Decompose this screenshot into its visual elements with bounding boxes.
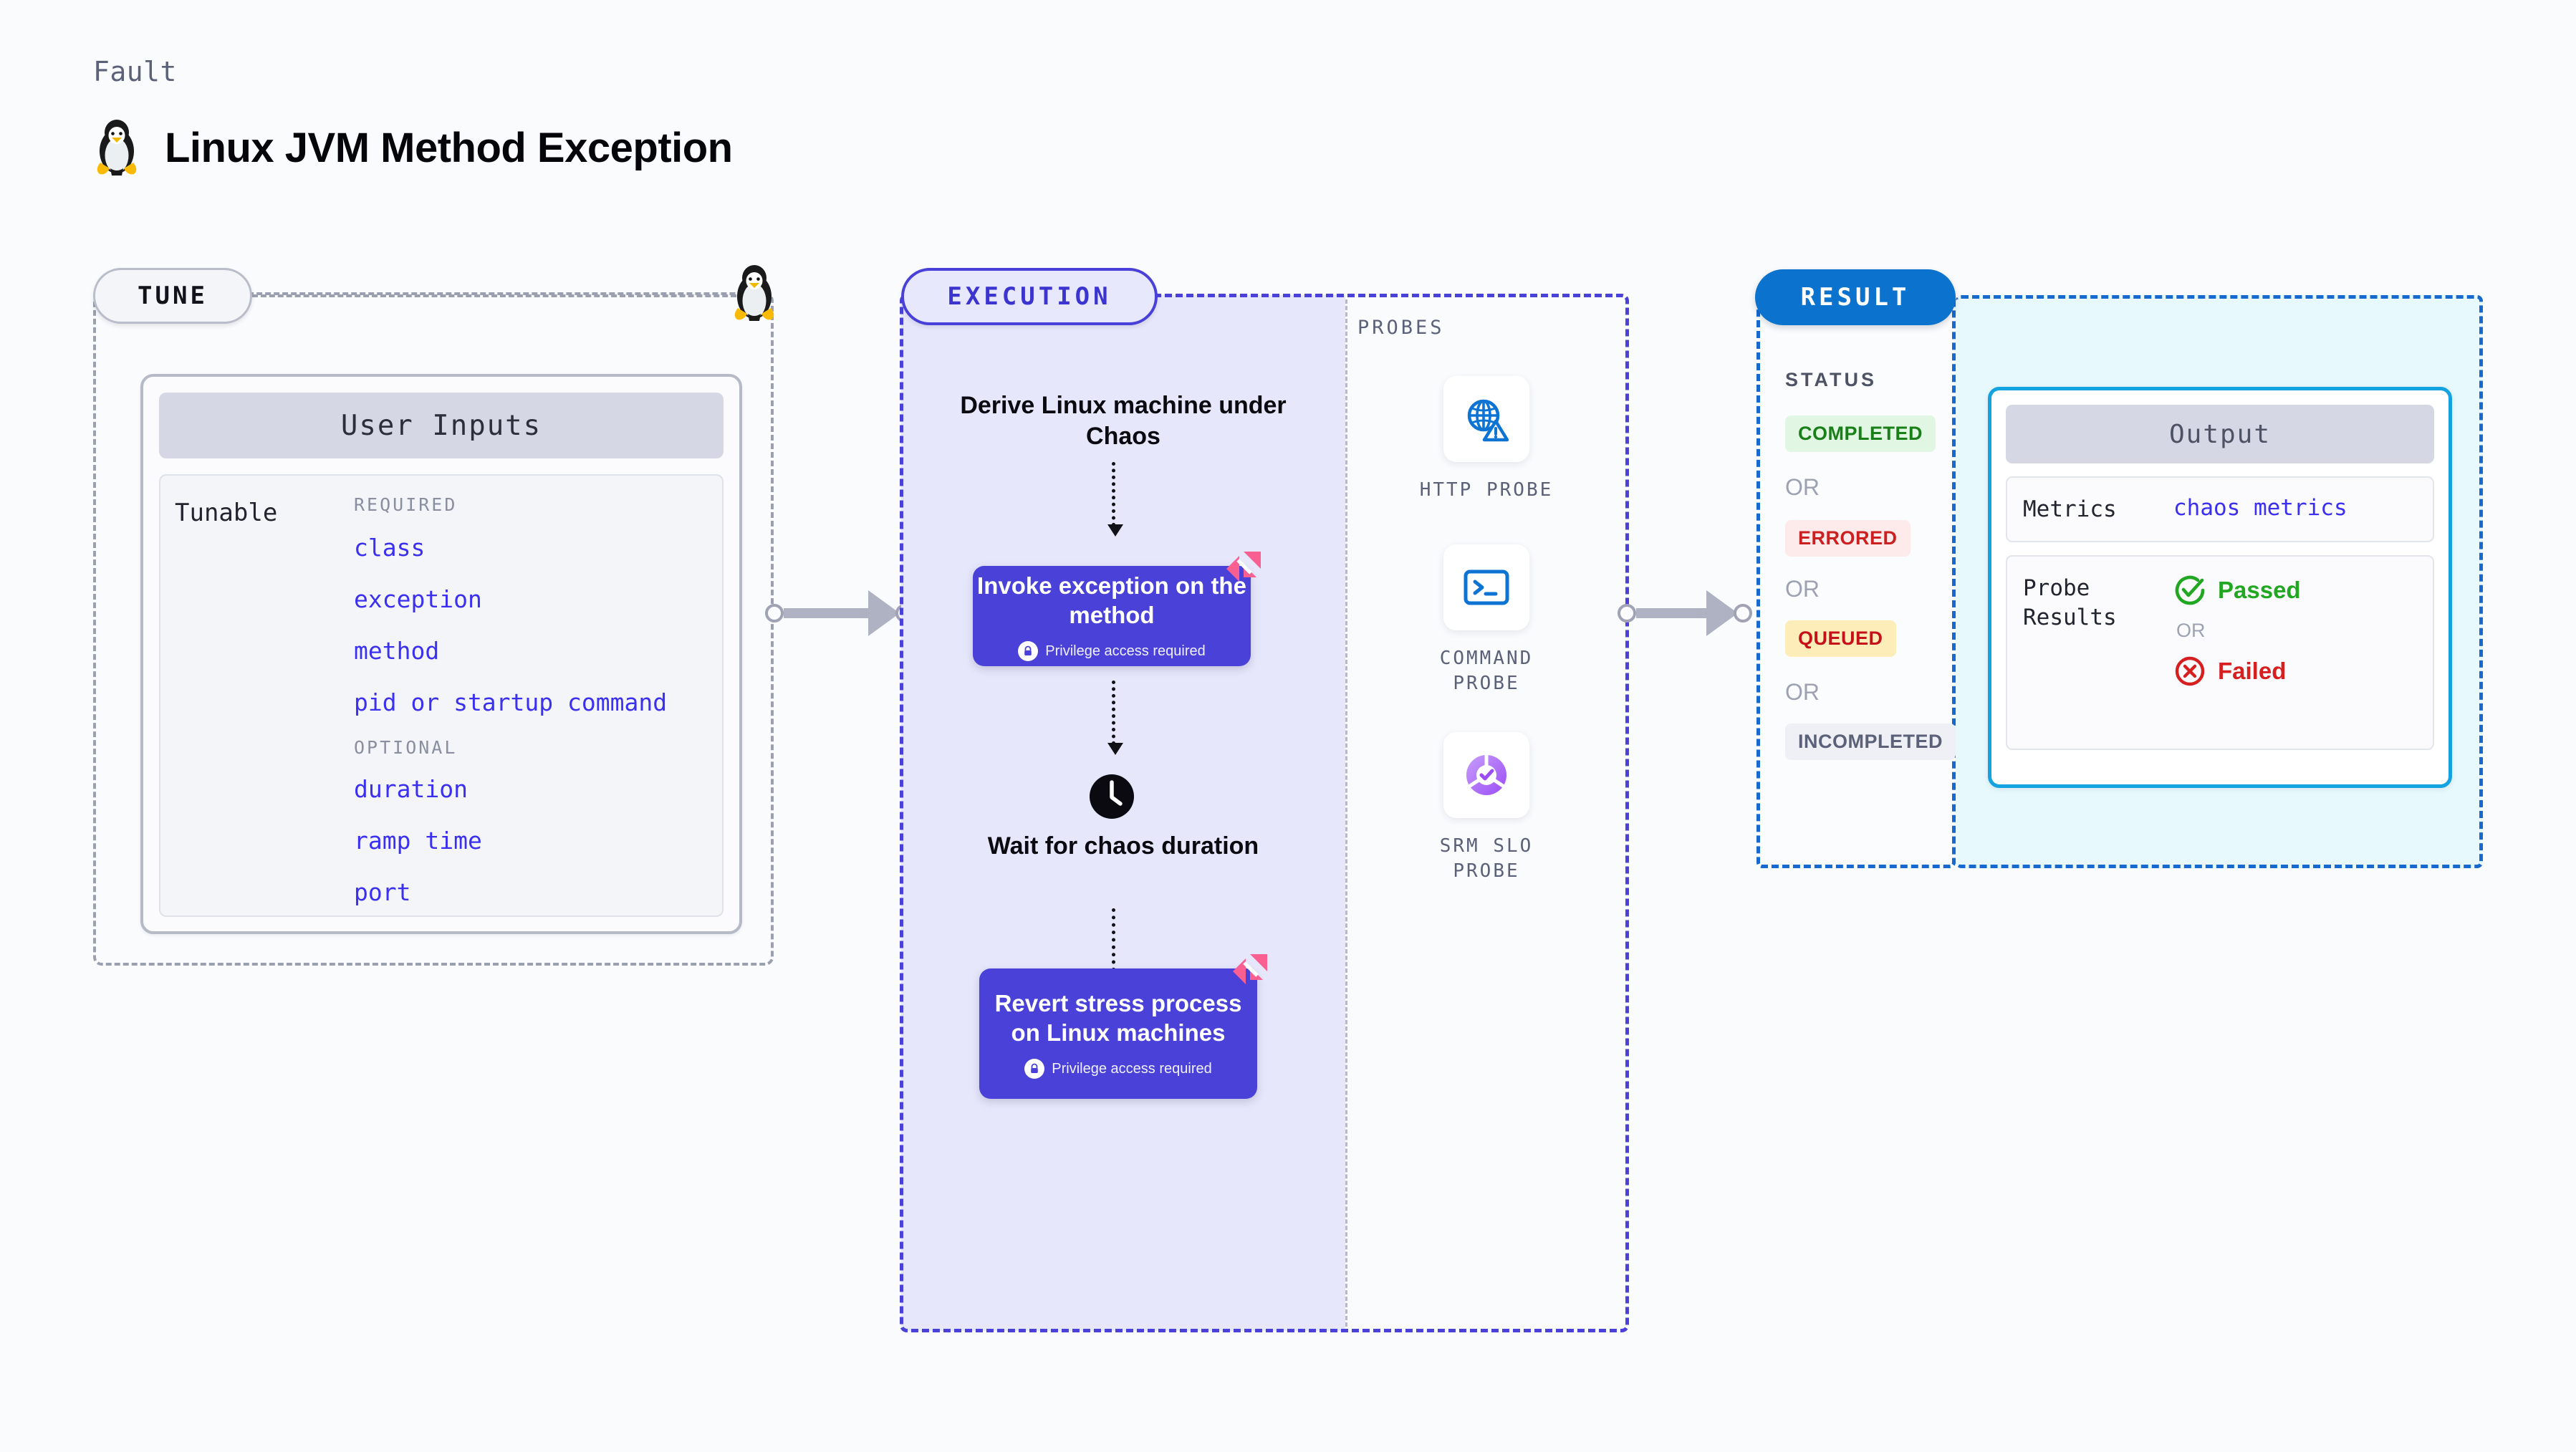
probes-section-label: PROBES — [1357, 317, 1445, 339]
x-circle-icon — [2175, 657, 2205, 686]
tunable-item[interactable]: duration — [354, 775, 468, 803]
lock-icon — [1018, 641, 1039, 662]
arrow-head-icon — [1706, 590, 1738, 636]
tunable-item[interactable]: ramp time — [354, 827, 482, 855]
result-status-region — [1756, 295, 1956, 868]
status-badge-completed: COMPLETED — [1785, 415, 1936, 452]
probe-results-values: Passed OR Failed — [2173, 574, 2417, 731]
tunable-item[interactable]: class — [354, 534, 426, 562]
passed-label: Passed — [2218, 577, 2301, 604]
tune-connector-line — [252, 294, 754, 297]
card-title: Invoke exception on the method — [977, 572, 1246, 628]
tunable-item[interactable]: port — [354, 878, 411, 906]
probe-result-failed: Failed — [2173, 655, 2417, 688]
metrics-key: Metrics — [2023, 496, 2117, 522]
page-title: Linux JVM Method Exception — [165, 124, 733, 171]
output-title: Output — [2006, 405, 2434, 463]
probes-to-result-arrow — [1618, 590, 1752, 636]
failed-label: Failed — [2218, 658, 2287, 685]
connector-line — [784, 608, 870, 618]
connector-dot — [1734, 604, 1752, 622]
flow-arrow-3 — [1107, 908, 1123, 981]
tunable-list: REQUIRED class exception method pid or s… — [354, 494, 712, 906]
execution-step-derive-title: Derive Linux machine under Chaos — [960, 392, 1287, 450]
lock-icon — [1024, 1059, 1045, 1080]
execution-card-revert[interactable]: Revert stress process on Linux machines … — [979, 954, 1267, 1099]
user-inputs-card: User Inputs Tunable REQUIRED class excep… — [140, 374, 742, 934]
connector-line — [1636, 608, 1708, 618]
status-section-label: STATUS — [1785, 369, 1877, 390]
execution-probes-region — [900, 294, 1629, 1332]
probe-label: COMMAND PROBE — [1439, 648, 1534, 695]
connector-dot — [1618, 604, 1636, 622]
status-badge-queued: QUEUED — [1785, 620, 1896, 657]
privilege-note-text: Privilege access required — [1045, 643, 1206, 659]
privilege-note: Privilege access required — [1024, 1059, 1212, 1080]
probe-item-srm-slo[interactable]: SRM SLO PROBE — [1400, 732, 1572, 884]
globe-warning-icon — [1467, 399, 1509, 442]
arrow-head-icon — [868, 590, 900, 636]
probe-item-command[interactable]: COMMAND PROBE — [1400, 544, 1572, 696]
fault-eyebrow-label: Fault — [93, 56, 177, 87]
required-group-label: REQUIRED — [354, 494, 458, 515]
litmus-chaos-icon — [1233, 954, 1267, 984]
probe-tile — [1443, 732, 1529, 818]
probes-divider — [1345, 299, 1347, 1327]
status-or-label: OR — [1785, 576, 1820, 602]
execution-chip[interactable]: EXECUTION — [901, 268, 1158, 325]
status-badge-errored: ERRORED — [1785, 520, 1911, 557]
flow-arrow-2 — [1107, 681, 1123, 755]
probe-tile — [1443, 376, 1529, 462]
clock-icon — [1090, 774, 1134, 819]
output-card: Output Metrics chaos metrics Probe Resul… — [1988, 387, 2452, 788]
status-or-label: OR — [1785, 679, 1820, 705]
status-badge-incompleted: INCOMPLETED — [1785, 723, 1956, 760]
page-title-row: Linux JVM Method Exception — [93, 118, 733, 177]
check-circle-icon — [2175, 576, 2205, 605]
probe-label: SRM SLO PROBE — [1439, 835, 1534, 883]
probe-tile — [1443, 544, 1529, 630]
tunable-item[interactable]: pid or startup command — [354, 688, 668, 716]
privilege-note: Privilege access required — [1018, 641, 1206, 662]
flow-arrow-1 — [1107, 462, 1123, 537]
output-row-probe-results: Probe Results Passed OR Failed — [2006, 555, 2434, 751]
user-inputs-title: User Inputs — [159, 393, 724, 458]
tunable-item[interactable]: method — [354, 637, 440, 665]
linux-penguin-icon — [97, 120, 137, 176]
execution-wait-title: Wait for chaos duration — [987, 832, 1259, 860]
tune-chip[interactable]: TUNE — [93, 268, 252, 324]
connector-dot — [765, 604, 784, 622]
tunable-item[interactable]: exception — [354, 585, 482, 613]
output-row-metrics: Metrics chaos metrics — [2006, 476, 2434, 543]
tunable-label: Tunable — [175, 499, 278, 527]
probe-result-passed: Passed — [2173, 574, 2417, 607]
execution-card-invoke[interactable]: Invoke exception on the method Privilege… — [973, 552, 1261, 666]
linux-penguin-icon-tune — [734, 265, 774, 321]
card-title: Revert stress process on Linux machines — [994, 989, 1242, 1046]
status-or-label: OR — [1785, 474, 1820, 500]
probe-item-http[interactable]: HTTP PROBE — [1400, 376, 1572, 503]
terminal-icon — [1464, 569, 1509, 605]
probe-label: HTTP PROBE — [1419, 479, 1554, 501]
litmus-chaos-icon — [1226, 552, 1261, 582]
tune-region — [93, 292, 774, 966]
tune-to-execution-arrow — [765, 590, 914, 636]
probe-results-key: Probe Results — [2023, 575, 2117, 630]
metrics-value[interactable]: chaos metrics — [2173, 495, 2347, 521]
result-chip[interactable]: RESULT — [1755, 269, 1956, 325]
privilege-note-text: Privilege access required — [1052, 1060, 1212, 1077]
tunable-body: Tunable REQUIRED class exception method … — [159, 474, 724, 917]
probe-result-or-label: OR — [2176, 620, 2206, 642]
optional-group-label: OPTIONAL — [354, 737, 458, 758]
donut-check-icon — [1466, 754, 1506, 795]
